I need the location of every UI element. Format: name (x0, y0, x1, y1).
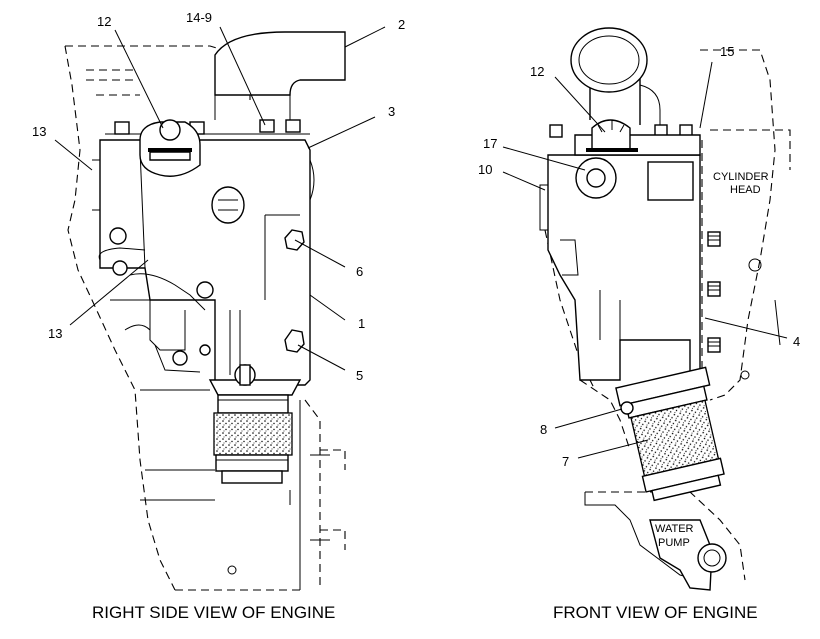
right-filter (208, 364, 302, 484)
front-filter (615, 366, 725, 502)
callout-6: 6 (356, 264, 363, 279)
callout-4: 4 (793, 334, 800, 349)
front-callouts: 12 15 17 10 4 8 7 (478, 44, 800, 469)
callout-14-9: 14-9 (186, 10, 212, 25)
right-engine-details (98, 227, 206, 373)
front-head-bolts (707, 231, 721, 353)
water-pump-label-line2: PUMP (658, 537, 690, 549)
right-engine-outline (64, 45, 346, 591)
callout-15: 15 (720, 44, 734, 59)
right-leader-lines (54, 26, 386, 371)
front-fitting-8 (620, 401, 634, 415)
right-side-view: 12 14-9 2 3 13 6 13 1 5 RIGHT SIDE VIEW … (32, 10, 405, 622)
callout-13-bottom: 13 (48, 326, 62, 341)
right-face-features (196, 186, 305, 356)
callout-3: 3 (388, 104, 395, 119)
callout-2: 2 (398, 17, 405, 32)
callout-13-top: 13 (32, 124, 46, 139)
right-thermostat-housing (139, 119, 201, 177)
callout-12-front: 12 (530, 64, 544, 79)
elbow-pipe (214, 31, 346, 125)
cylinder-head-label-line2: HEAD (730, 184, 761, 196)
cylinder-head-label-line1: CYLINDER (713, 171, 769, 183)
right-top-bolts (105, 119, 310, 135)
front-housing (539, 154, 701, 401)
water-pump (649, 519, 727, 591)
right-callouts: 12 14-9 2 3 13 6 13 1 5 (32, 10, 405, 383)
front-view: CYLINDER HEAD WATER PUMP 12 15 17 10 4 8… (478, 27, 800, 622)
front-top-pipe (570, 27, 661, 125)
front-leader-lines (502, 61, 788, 459)
callout-5: 5 (356, 368, 363, 383)
callout-1: 1 (358, 316, 365, 331)
front-inline-labels: CYLINDER HEAD WATER PUMP (655, 171, 769, 549)
callout-7: 7 (562, 454, 569, 469)
right-view-caption: RIGHT SIDE VIEW OF ENGINE (92, 603, 335, 622)
water-pump-label-line1: WATER (655, 523, 694, 535)
callout-8: 8 (540, 422, 547, 437)
front-top-flange (549, 119, 701, 156)
front-view-caption: FRONT VIEW OF ENGINE (553, 603, 758, 622)
callout-12-right: 12 (97, 14, 111, 29)
callout-17: 17 (483, 136, 497, 151)
front-sensor-boss (575, 157, 617, 199)
callout-10: 10 (478, 162, 492, 177)
